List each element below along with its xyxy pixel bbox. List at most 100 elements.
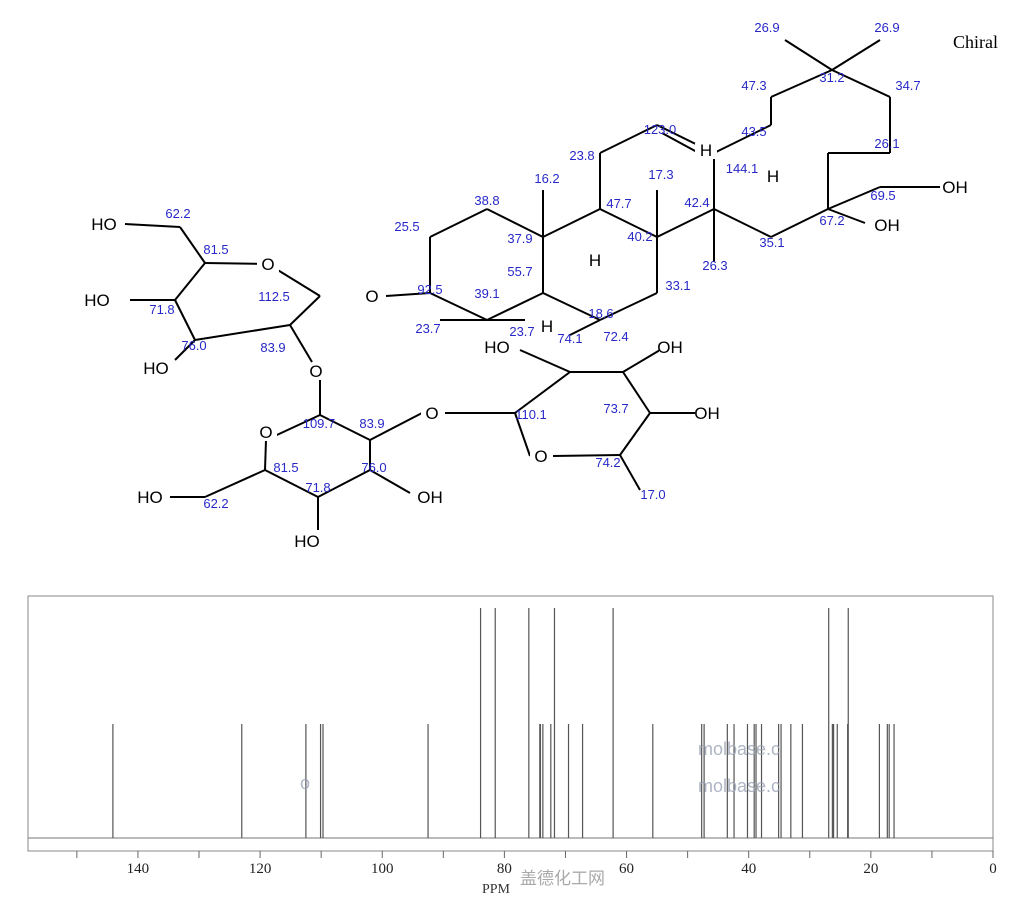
shift-label: 112.5 (258, 289, 290, 304)
shift-label: 71.8 (149, 302, 174, 317)
shift-label: 110.1 (515, 407, 547, 422)
shift-label: 74.2 (595, 455, 620, 470)
shift-label: 83.9 (260, 340, 285, 355)
x-tick-label: 80 (497, 861, 512, 877)
bond (369, 412, 423, 441)
bond (713, 124, 772, 154)
bond (429, 292, 488, 321)
atom-label: HO (84, 291, 110, 310)
bond (429, 208, 488, 238)
bond (599, 292, 658, 321)
atom-label: H (700, 141, 712, 160)
bond (569, 319, 601, 336)
watermark-molbase: molbase.c (698, 776, 780, 796)
shift-label: 34.7 (895, 78, 920, 93)
atom-label: OH (417, 488, 443, 507)
bond (514, 371, 571, 414)
shift-label: 26.9 (874, 20, 899, 35)
bond (831, 39, 881, 71)
bond (264, 469, 319, 498)
x-tick-label: 40 (741, 861, 756, 877)
shift-label: 74.1 (557, 331, 582, 346)
bond (831, 69, 891, 98)
shift-label: 62.2 (203, 496, 228, 511)
bond (514, 412, 531, 457)
bond (174, 299, 196, 341)
bond (619, 412, 651, 456)
shift-label: 18.6 (588, 306, 613, 321)
shift-label: 17.0 (640, 487, 665, 502)
shift-label: 26.3 (702, 258, 727, 273)
shift-label: 123.0 (644, 122, 677, 137)
bond (174, 339, 196, 361)
shift-label: 23.7 (509, 324, 534, 339)
shift-label: 69.5 (870, 188, 895, 203)
shift-label: 35.1 (759, 235, 784, 250)
shift-label: 76.0 (181, 338, 206, 353)
bond (599, 124, 658, 154)
x-axis-title: PPM (482, 882, 511, 897)
atom-label: OH (694, 404, 720, 423)
shift-label: 43.5 (741, 124, 766, 139)
shift-label: 31.2 (819, 70, 844, 85)
bond (770, 208, 829, 238)
atom-label: O (261, 255, 274, 274)
atom-label: O (365, 287, 378, 306)
bond (542, 208, 601, 238)
shift-label: 47.7 (606, 196, 631, 211)
bond (369, 469, 411, 494)
bond (204, 469, 266, 498)
bond (519, 349, 571, 373)
bond (619, 454, 641, 491)
peaks (112, 608, 895, 838)
shift-label: 38.8 (474, 193, 499, 208)
bond (552, 454, 621, 457)
bond (179, 226, 206, 264)
atom-label: HO (91, 215, 117, 234)
bond (486, 292, 544, 321)
bond (656, 208, 715, 238)
atom-label: H (767, 167, 779, 186)
watermark-molbase: molbase.c (698, 739, 780, 759)
atom-label: O (425, 404, 438, 423)
atom-label: H (589, 251, 601, 270)
shift-label: 55.7 (507, 264, 532, 279)
bond (289, 295, 321, 326)
shift-label: 92.5 (417, 282, 442, 297)
bond (385, 292, 431, 297)
bond (542, 292, 601, 321)
atom-label: H (541, 317, 553, 336)
shift-label: 33.1 (665, 278, 690, 293)
shift-label: 37.9 (507, 231, 532, 246)
bond (622, 371, 651, 414)
shift-label: 81.5 (273, 460, 298, 475)
x-tick-label: 100 (371, 861, 394, 877)
shift-label: 23.8 (569, 148, 594, 163)
bond (599, 208, 658, 238)
shift-label: 26.1 (874, 136, 899, 151)
bond (486, 208, 544, 238)
bond (622, 349, 661, 373)
shift-label: 26.9 (754, 20, 779, 35)
shift-label: 23.7 (415, 321, 440, 336)
bond (784, 39, 833, 71)
shift-label: 16.2 (534, 171, 559, 186)
bond (713, 208, 772, 238)
watermark-cn: 盖德化工网 (520, 869, 605, 889)
bond (194, 324, 291, 341)
plot-frame (27, 595, 994, 852)
shift-label: 40.2 (627, 229, 652, 244)
shift-label: 109.7 (303, 416, 336, 431)
shift-label: 47.3 (741, 78, 766, 93)
shift-label: 72.4 (603, 329, 628, 344)
shift-label: 144.1 (726, 161, 759, 176)
bond (264, 439, 267, 471)
bond (289, 324, 313, 363)
x-tick-label: 60 (619, 861, 634, 877)
bond (827, 186, 881, 210)
shift-label: 39.1 (474, 286, 499, 301)
atom-label: HO (137, 488, 163, 507)
atom-label: O (259, 423, 272, 442)
atom-label: HO (484, 338, 510, 357)
